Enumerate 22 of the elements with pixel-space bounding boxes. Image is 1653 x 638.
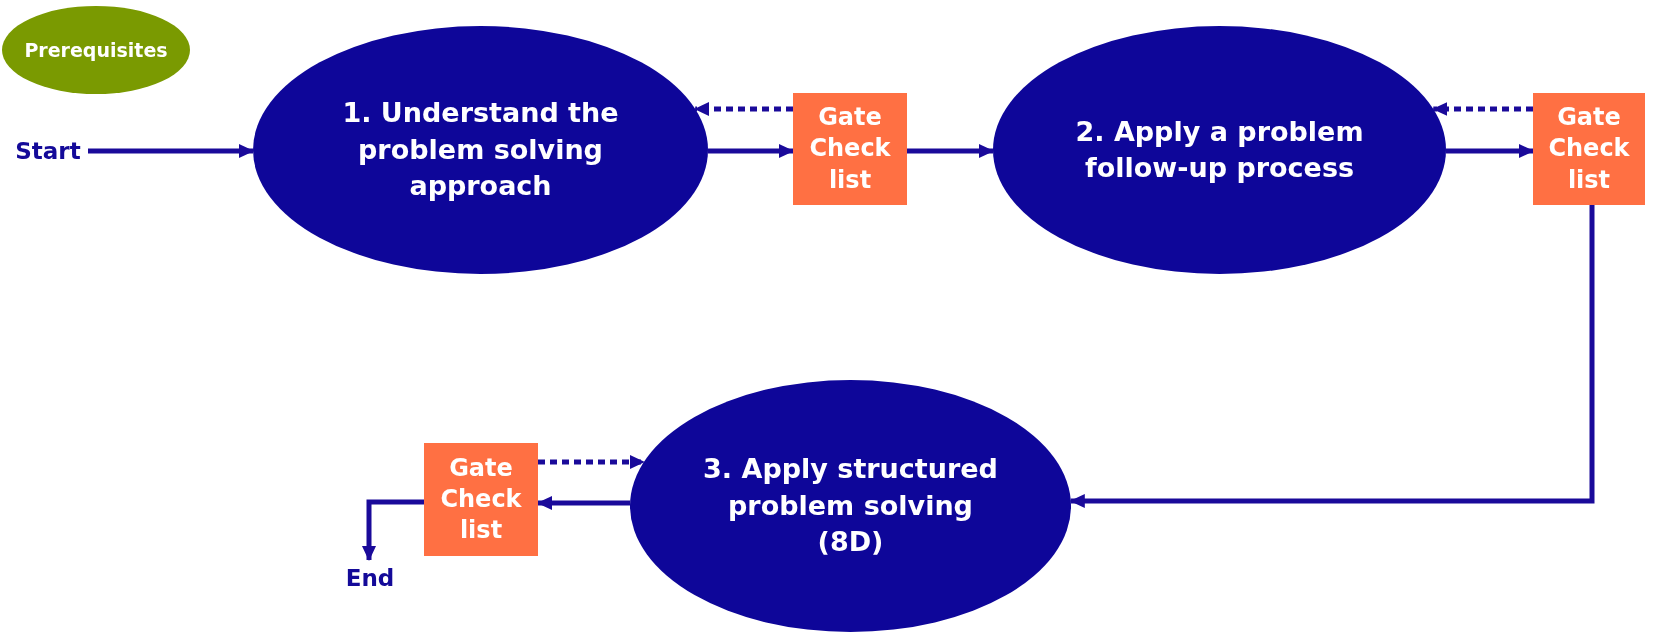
arrow	[362, 499, 424, 561]
gate-label: Gate Check list	[808, 102, 892, 196]
gate-box	[424, 443, 538, 556]
dotted-arrow	[1432, 102, 1533, 116]
step-label: 3. Apply structured problem solving (8D)	[702, 452, 999, 560]
gate-label: Gate Check list	[1547, 102, 1631, 196]
arrow	[1446, 144, 1534, 158]
arrow	[88, 144, 254, 158]
gate-label: Gate Check list	[439, 452, 523, 547]
arrow	[708, 144, 794, 158]
dotted-arrow	[538, 455, 645, 469]
arrow	[907, 144, 994, 158]
terminal-label: Start	[15, 138, 81, 164]
gate-box	[793, 93, 907, 205]
dotted-arrow	[694, 102, 793, 116]
arrow	[1069, 205, 1595, 508]
terminal-label: End	[345, 565, 395, 591]
step-label: Prerequisites	[24, 39, 168, 61]
arrow	[537, 496, 631, 510]
gate-box	[1533, 93, 1645, 205]
step-label: 2. Apply a problem follow-up process	[1074, 114, 1365, 185]
step-label: 1. Understand the problem solving approach	[341, 96, 620, 204]
